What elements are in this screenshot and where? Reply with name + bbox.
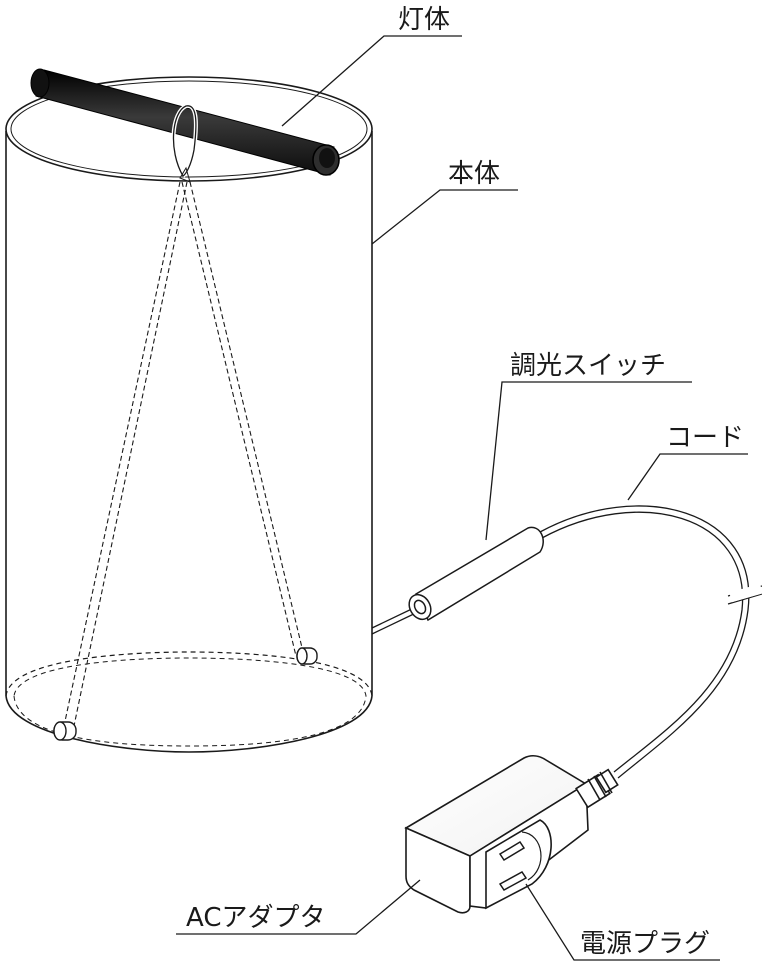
label-power-plug: 電源プラグ [580,929,710,959]
cord-main-inner [541,511,744,773]
lamp-tube [30,68,340,183]
label-cord: コード [666,423,744,453]
wire-hooks [53,647,318,741]
leader-lines [176,35,748,961]
dimmer-switch-body [415,526,544,622]
label-lamp: 灯体 [398,5,450,35]
plug-prong-lower [498,871,528,891]
label-ac-adapter: ACアダプタ [186,903,325,933]
leader-cord [627,453,748,501]
cylinder-bottom-front [5,695,373,753]
power-plug [498,840,528,891]
hook-left [53,721,77,741]
cylinder-top-rim [5,76,373,182]
wire-right-b [189,181,305,657]
lamp-tube-left-end [30,68,50,98]
cord-to-switch-inner [371,610,421,635]
wire-left-b [73,181,188,727]
label-dimmer-switch: 調光スイッチ [510,351,666,381]
leader-body [371,189,518,245]
cylinder-bottom-back [5,651,373,697]
cylinder-bottom-inner-dashed [13,657,367,747]
label-body: 本体 [448,159,500,189]
leader-power-plug [525,883,720,961]
plug-prong-upper [498,840,526,862]
wire-right-a [181,181,297,657]
leader-adapter [176,879,421,935]
hanging-wires [63,181,305,727]
adapter-top-face [404,755,588,857]
hook-right [296,647,318,665]
leader-lamp [281,35,462,127]
cylinder-body [5,76,373,753]
adapter-front-face [405,826,471,914]
cord-main-outer [539,505,750,779]
adapter-cord-connector [575,768,619,809]
wire-left-a [63,181,181,727]
ac-adapter [404,755,619,914]
dimmer-switch [408,526,544,622]
cord [371,505,762,779]
labels: 灯体 本体 調光スイッチ コード ACアダプタ 電源プラグ [186,5,744,959]
leader-dimmer [485,381,692,541]
